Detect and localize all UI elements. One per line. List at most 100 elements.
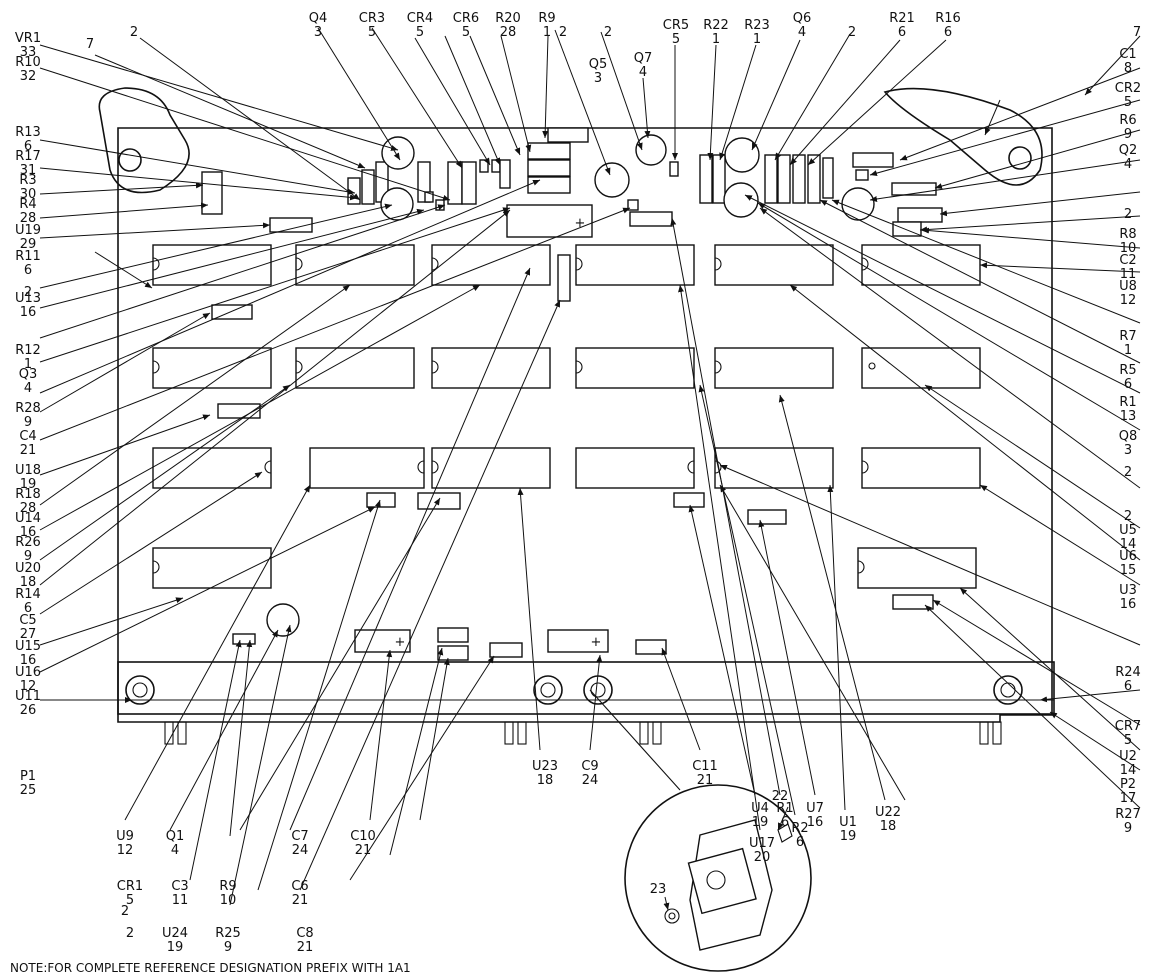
callout-id: Q7 (634, 51, 653, 66)
callout-id: U3 (1119, 583, 1137, 598)
callout-num: 19 (840, 829, 857, 844)
callout-id: Q6 (793, 11, 812, 26)
callout-num: 5 (1124, 95, 1132, 110)
callout-id: R5 (1119, 363, 1136, 378)
callout-id: R21 (889, 11, 915, 26)
callout-id: U11 (15, 689, 41, 704)
callout-id: Q1 (166, 829, 185, 844)
callout-num: 22 (772, 789, 789, 804)
cap-plus: + (395, 635, 406, 650)
callout-num: 9 (1124, 821, 1132, 836)
callout-num: 2 (848, 25, 856, 40)
callout-id: U4 (751, 801, 769, 816)
transistors (266, 134, 875, 637)
callout-num: 9 (224, 940, 232, 955)
callout-num: 19 (752, 815, 769, 830)
callout-num: 4 (24, 381, 32, 396)
callout-num: 18 (537, 773, 554, 788)
callout-num: 5 (126, 893, 134, 908)
callout-num: 33 (20, 45, 37, 60)
callout-id: R6 (1119, 113, 1136, 128)
cap-plus: + (575, 216, 586, 231)
callout-num: 2 (121, 904, 129, 919)
callout-id: R20 (495, 11, 521, 26)
callout-id: R10 (15, 55, 41, 70)
callout-id: C10 (350, 829, 376, 844)
callout-num: 16 (20, 653, 37, 668)
callout-num: 24 (292, 843, 309, 858)
callout-num: 28 (20, 501, 37, 516)
callout-id: C5 (19, 613, 36, 628)
callout-num: 8 (1124, 61, 1132, 76)
callout-num: 10 (220, 893, 237, 908)
callout-id: R8 (1119, 227, 1136, 242)
callout-num: 1 (753, 32, 761, 47)
callout-num: 32 (20, 69, 37, 84)
callout-num: 11 (1120, 267, 1137, 282)
callout-id: R27 (1115, 807, 1141, 822)
callout-id: R26 (15, 535, 41, 550)
callout-num: 7 (86, 37, 94, 52)
callout-id: Q5 (589, 57, 608, 72)
callout-num: 2 (130, 25, 138, 40)
callout-id: CR7 (1115, 719, 1141, 734)
callout-id: CR2 (1115, 81, 1141, 96)
callout-id: U23 (532, 759, 558, 774)
callout-num: 10 (1120, 241, 1137, 256)
screw-p1 (125, 675, 155, 705)
callout-id: R4 (19, 197, 36, 212)
callout-num: 6 (944, 25, 952, 40)
callout-num: 2 (24, 285, 32, 300)
callout-id: Q8 (1119, 429, 1138, 444)
callout-id: C3 (171, 879, 188, 894)
callout-id: R17 (15, 149, 41, 164)
callout-id: R13 (15, 125, 41, 140)
callout-num: 19 (167, 940, 184, 955)
leader-lines (39, 27, 1141, 911)
callout-id: C7 (291, 829, 308, 844)
callout-id: R3 (19, 173, 36, 188)
callout-num: 1 (1124, 343, 1132, 358)
callout-id: R7 (1119, 329, 1136, 344)
callout-num: 5 (1124, 733, 1132, 748)
callout-id: U22 (875, 805, 901, 820)
callout-num: 12 (20, 679, 37, 694)
callout-id: U16 (15, 665, 41, 680)
callout-num: 28 (500, 25, 517, 40)
callout-id: Q4 (309, 11, 328, 26)
callout-id: CR3 (359, 11, 385, 26)
callout-num: 6 (24, 263, 32, 278)
callout-num: 29 (20, 237, 37, 252)
callout-id: Q3 (19, 367, 38, 382)
callout-id: R25 (215, 926, 241, 941)
callout-num: 27 (20, 627, 37, 642)
callout-num: 5 (462, 25, 470, 40)
callout-id: R14 (15, 587, 41, 602)
callout-num: 26 (20, 703, 37, 718)
callout-id: R22 (703, 18, 729, 33)
callout-id: R24 (1115, 665, 1141, 680)
callout-id: C8 (296, 926, 313, 941)
callout-id: U24 (162, 926, 188, 941)
callout-num: 4 (171, 843, 179, 858)
callout-id: U19 (15, 223, 41, 238)
callout-id: C6 (291, 879, 308, 894)
callout-id: C9 (581, 759, 598, 774)
callout-num: 5 (672, 32, 680, 47)
callout-id: C4 (19, 429, 36, 444)
callout-num: 21 (292, 893, 309, 908)
callout-num: 2 (604, 25, 612, 40)
callout-num: 6 (781, 815, 789, 830)
callout-num: 13 (1120, 409, 1137, 424)
callout-num: 4 (798, 25, 806, 40)
callout-id: U18 (15, 463, 41, 478)
callout-num: 2 (1124, 509, 1132, 524)
callout-id: U8 (1119, 279, 1137, 294)
callout-num: 16 (807, 815, 824, 830)
callout-num: 15 (1120, 563, 1137, 578)
callout-id: U13 (15, 291, 41, 306)
callout-num: 16 (1120, 597, 1137, 612)
callout-num: 2 (1124, 207, 1132, 222)
callout-id: CR6 (453, 11, 479, 26)
callout-id: CR4 (407, 11, 433, 26)
